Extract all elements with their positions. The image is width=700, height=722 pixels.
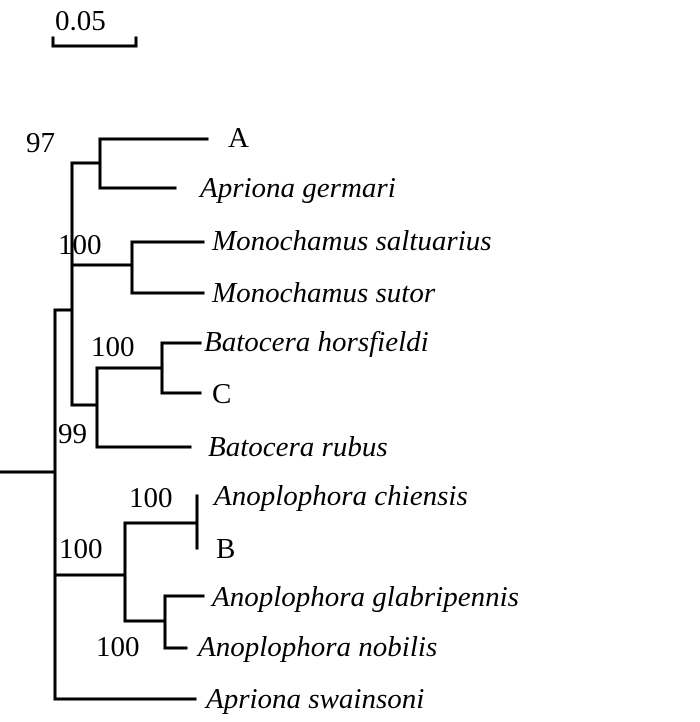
bootstrap-value: 100 — [59, 533, 103, 565]
taxon-label: Batocera horsfieldi — [204, 326, 429, 358]
bootstrap-value: 99 — [58, 418, 87, 450]
bootstrap-values: 97 100 100 99 100 100 100 — [26, 127, 173, 663]
bootstrap-value: 100 — [96, 631, 140, 663]
branches — [0, 137, 209, 701]
taxon-label: Apriona germari — [198, 172, 396, 204]
taxon-label: B — [216, 533, 235, 565]
taxon-labels: A Apriona germari Monochamus saltuarius … — [196, 122, 519, 715]
taxon-label: C — [212, 378, 231, 410]
bootstrap-value: 97 — [26, 127, 55, 159]
bootstrap-value: 100 — [58, 229, 102, 261]
taxon-label: Batocera rubus — [208, 431, 388, 463]
taxon-label: Anoplophora chiensis — [212, 480, 468, 512]
taxon-label: Anoplophora glabripennis — [210, 581, 519, 613]
batocera-clade-branches — [70, 341, 202, 449]
taxon-label: A — [228, 122, 249, 154]
scale-bar-label: 0.05 — [55, 5, 106, 37]
bootstrap-value: 100 — [91, 331, 135, 363]
taxon-label: Monochamus sutor — [211, 277, 436, 309]
scale-bar-line — [51, 36, 138, 48]
taxon-label: Anoplophora nobilis — [196, 631, 437, 663]
monochamus-clade-branches — [70, 240, 205, 295]
apriona-clade-branches — [70, 137, 209, 190]
bootstrap-value: 100 — [129, 482, 173, 514]
taxon-label: Monochamus saltuarius — [211, 225, 492, 257]
taxon-label: Apriona swainsoni — [204, 683, 424, 715]
anoplophora-clade-branches — [53, 494, 205, 650]
scale-bar: 0.05 — [51, 5, 138, 48]
